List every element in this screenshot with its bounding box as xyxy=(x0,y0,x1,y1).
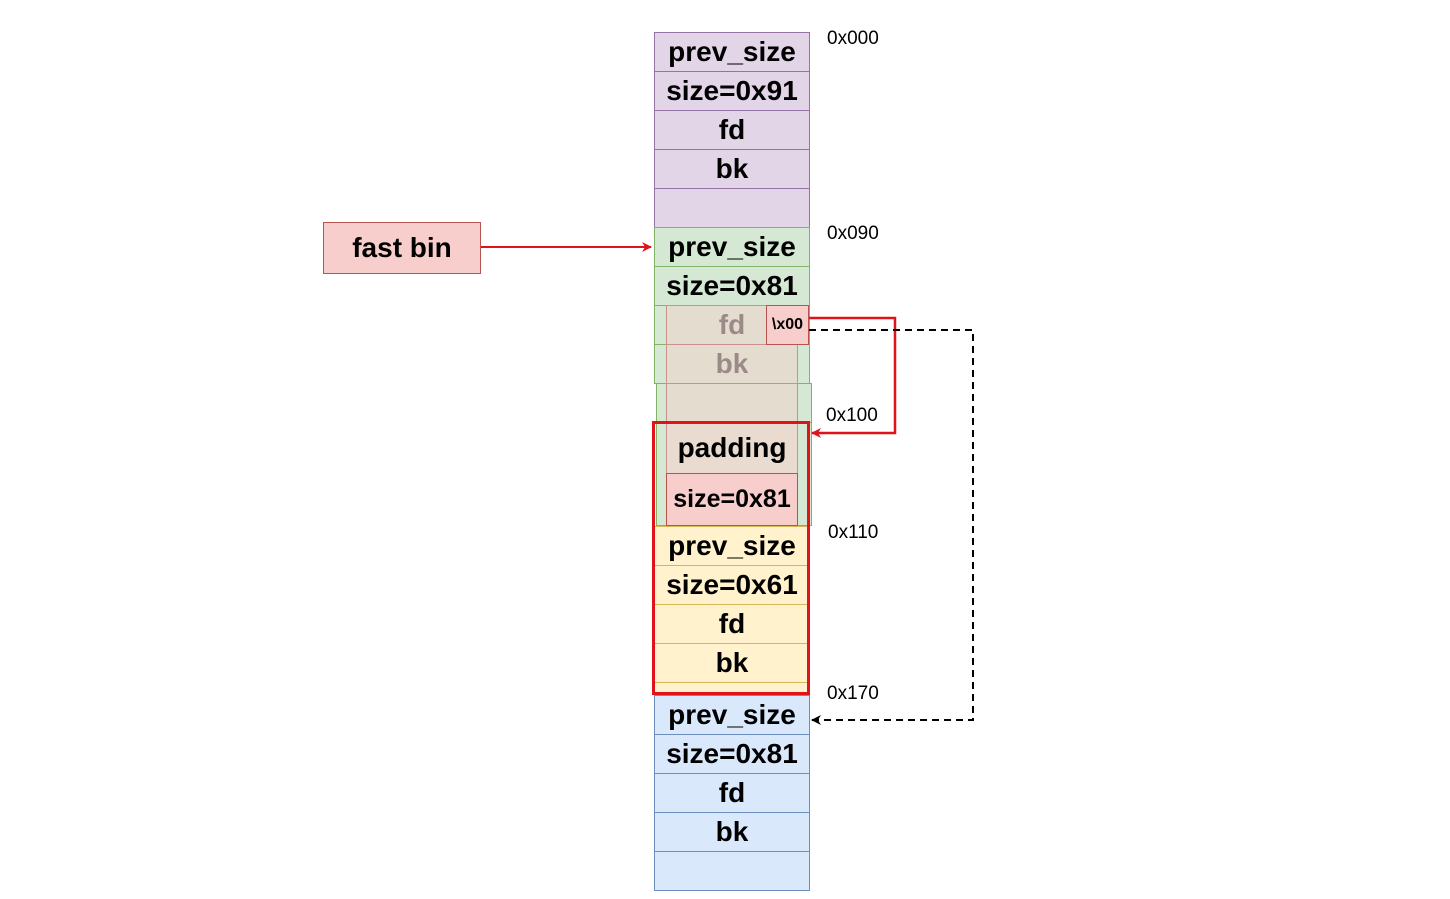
chunk2-bk: bk xyxy=(654,643,810,683)
null-byte-box: \x00 xyxy=(766,305,809,345)
chunk3-data xyxy=(654,851,810,891)
chunk2-size: size=0x61 xyxy=(654,565,810,605)
chunk2-fd-text: fd xyxy=(718,608,746,639)
chunk2-data xyxy=(654,682,810,696)
chunk1-size-text: size=0x81 xyxy=(666,270,798,301)
chunk3-prev-size-text: prev_size xyxy=(668,699,796,730)
fast-bin-box: fast bin xyxy=(323,222,481,274)
chunk2-prev-size: prev_size xyxy=(654,526,810,566)
chunk3-size-text: size=0x81 xyxy=(666,738,798,769)
chunk3-bk-text: bk xyxy=(715,816,749,847)
address-label: 0x170 xyxy=(827,683,879,704)
ghost-data xyxy=(666,383,798,423)
address-label: 0x100 xyxy=(826,405,878,426)
address-label: 0x110 xyxy=(828,522,879,543)
fake-size-text: size=0x81 xyxy=(673,485,791,513)
chunk0-data xyxy=(654,188,810,228)
padding-text: padding xyxy=(677,432,787,463)
chunk0-fd-text: fd xyxy=(718,114,746,145)
ghost-fd-text: fd xyxy=(718,309,746,340)
chunk3-size: size=0x81 xyxy=(654,734,810,774)
ghost-bk-text: bk xyxy=(715,348,749,379)
chunk1-prev-size-text: prev_size xyxy=(668,231,796,262)
chunk2-bk-text: bk xyxy=(715,647,749,678)
chunk1-size: size=0x81 xyxy=(654,266,810,306)
fake-size-cell: size=0x81 xyxy=(666,473,798,526)
chunk3-fd-text: fd xyxy=(718,777,746,808)
chunk0-fd: fd xyxy=(654,110,810,150)
address-label: 0x000 xyxy=(827,28,879,49)
chunk0-prev-size-text: prev_size xyxy=(668,36,796,67)
chunk1-prev-size: prev_size xyxy=(654,227,810,267)
chunk0-size-text: size=0x91 xyxy=(666,75,798,106)
chunk0-size: size=0x91 xyxy=(654,71,810,111)
chunk3-fd: fd xyxy=(654,773,810,813)
chunk0-prev-size: prev_size xyxy=(654,32,810,72)
padding-cell: padding xyxy=(666,422,798,474)
chunk3-prev-size: prev_size xyxy=(654,695,810,735)
chunk2-prev-size-text: prev_size xyxy=(668,530,796,561)
null-byte-text: \x00 xyxy=(771,316,804,333)
chunk0-bk: bk xyxy=(654,149,810,189)
ghost-bk: bk xyxy=(666,344,798,384)
chunk2-fd: fd xyxy=(654,604,810,644)
chunk0-bk-text: bk xyxy=(715,153,749,184)
address-label: 0x090 xyxy=(827,223,879,244)
fast-bin-label: fast bin xyxy=(352,232,452,263)
chunk1-bk-row xyxy=(654,344,810,384)
chunk2-size-text: size=0x61 xyxy=(666,569,798,600)
chunk3-bk: bk xyxy=(654,812,810,852)
